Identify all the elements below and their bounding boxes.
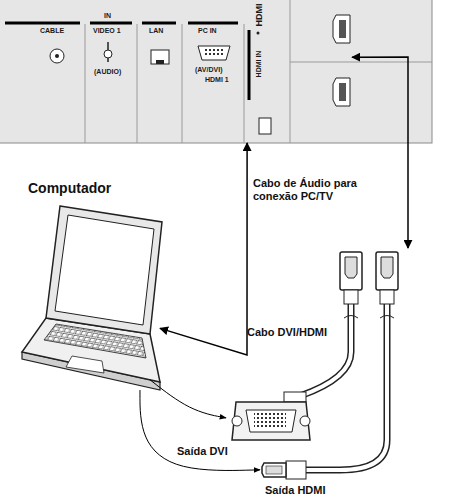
lan-jack (151, 50, 169, 64)
dvi-face (246, 410, 296, 432)
hdmi-dot (257, 32, 260, 35)
section-dividers (85, 0, 432, 143)
hdmi-port (333, 78, 350, 106)
connector-arrow (140, 390, 260, 470)
coax-jack (50, 49, 64, 63)
hdmi-plug (376, 252, 398, 290)
cable (300, 252, 398, 470)
port-label: HDMI IN (255, 51, 263, 78)
connector-arrow (150, 380, 226, 418)
hdmi-port (333, 15, 350, 43)
computer: Computador (20, 180, 160, 395)
pc-in-pins (203, 49, 225, 57)
thumbscrew (300, 416, 310, 426)
hdmi-plug-tip (381, 257, 393, 278)
rca-jack (104, 50, 112, 58)
section-bar (142, 22, 176, 25)
divider (290, 0, 291, 143)
laptop-touchpad (66, 356, 104, 373)
dvi-connector (232, 392, 310, 440)
dvi-body (232, 402, 310, 440)
port-label: LAN (149, 27, 163, 35)
divider (290, 62, 432, 63)
port-label: VIDEO 1 (93, 27, 121, 35)
hdmi-port-contacts (339, 20, 346, 38)
laptop-screen (55, 215, 154, 325)
coax-pin (55, 54, 59, 58)
lan-latch (156, 60, 164, 64)
hdmi-plug (340, 252, 362, 290)
section-bar (248, 30, 251, 100)
section-bars (5, 23, 249, 100)
port-label: (AUDIO) (94, 68, 121, 76)
section-bar (5, 22, 80, 25)
port-label: IN (104, 12, 111, 20)
dvi-hdmi-cable: Cabo DVI/HDMI (225, 248, 425, 484)
connector-arrow (352, 57, 408, 248)
port-label: PC IN (198, 27, 217, 35)
port-label: HDMI 1 (205, 76, 229, 84)
port-label: CABLE (40, 27, 64, 35)
cable-label: Cabo DVI/HDMI (247, 326, 327, 339)
thumbscrew (232, 416, 242, 426)
pc-in-socket (198, 46, 230, 60)
rca-jack (104, 42, 112, 62)
cable-wire (300, 304, 351, 396)
strain-relief (344, 290, 358, 304)
port-label: HDMI (254, 4, 264, 27)
connector-arrow (160, 143, 247, 355)
dvi-pins (254, 413, 286, 429)
hdmi-port-contacts (339, 83, 346, 101)
tv-panel (0, 0, 432, 143)
coax-jack (50, 49, 64, 63)
connector-label: Cabo de Áudio para conexão PC/TV (252, 177, 380, 203)
cable-break (344, 316, 394, 319)
section-bar (90, 22, 132, 25)
hdmi-plug-head (262, 463, 286, 477)
connector-label: Saída HDMI (264, 484, 327, 497)
strain-relief (380, 290, 394, 304)
dvi-boot (284, 392, 306, 402)
hdmi-plug-end (262, 461, 306, 479)
port-label: (AV/DVI) (195, 66, 222, 74)
hdmi-plug-tip (345, 257, 357, 278)
section-bar (188, 22, 238, 25)
small-port (259, 118, 271, 134)
divider (137, 24, 138, 143)
hdmi-plug-body (286, 461, 306, 479)
divider (85, 24, 86, 143)
device-heading: Computador (28, 180, 111, 196)
tv-panel: CABLE IN VIDEO 1 (AUDIO) LAN PC IN (AV/DVI) HDM… (0, 0, 432, 143)
laptop-lid (46, 206, 162, 334)
cable-wire (300, 304, 351, 396)
hdmi-plug-tip (266, 466, 282, 474)
divider (244, 24, 245, 143)
connector-label: Saída DVI (176, 445, 229, 458)
divider (182, 24, 183, 143)
